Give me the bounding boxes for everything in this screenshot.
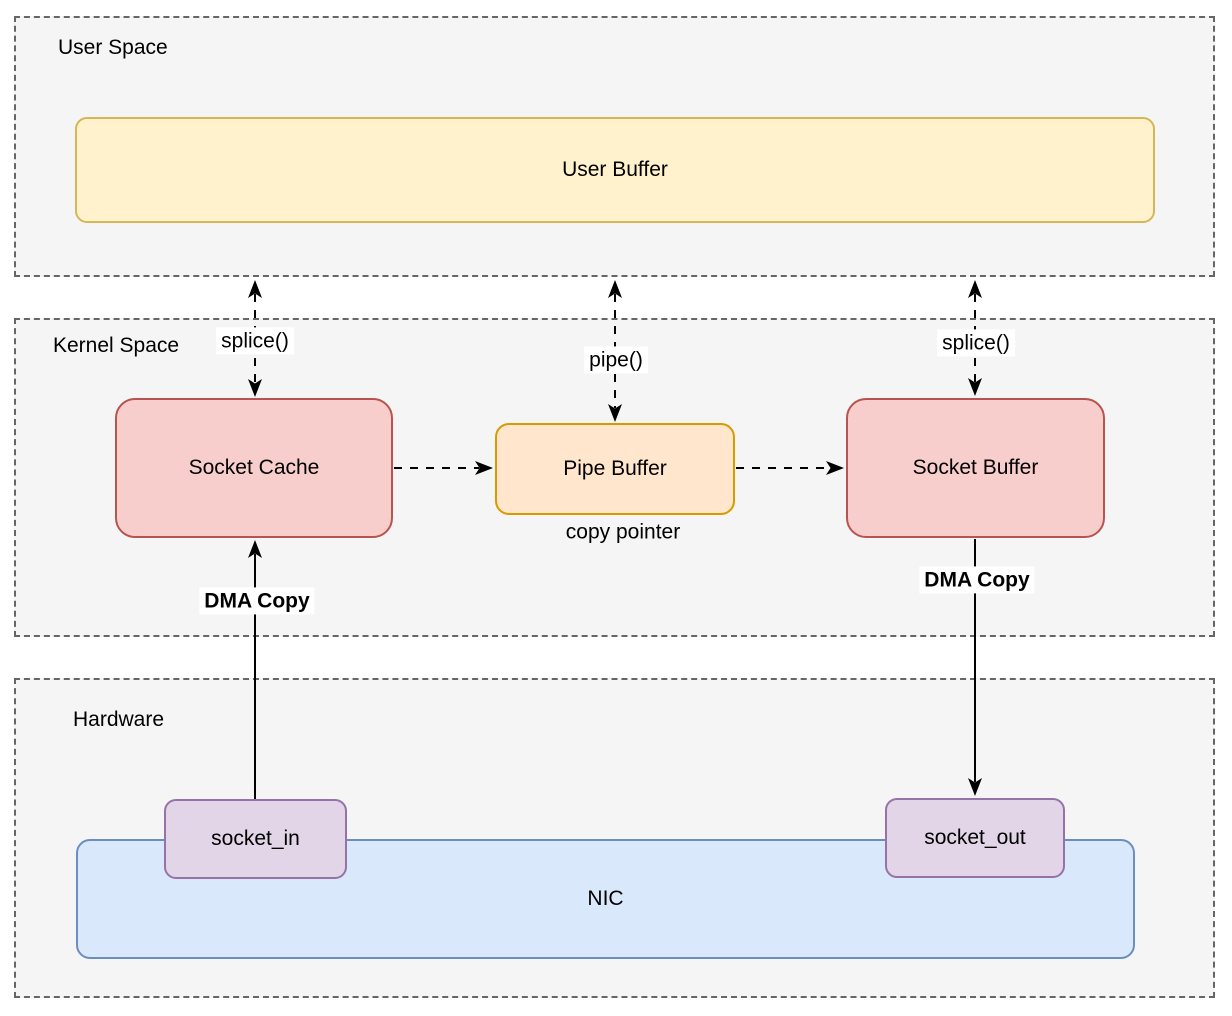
edge-label-dma-copy-right: DMA Copy — [919, 566, 1035, 594]
node-socket-buffer-label: Socket Buffer — [912, 456, 1039, 480]
node-socket-in: socket_in — [164, 799, 347, 879]
arrowhead-up-icon — [248, 280, 262, 298]
node-socket-in-label: socket_in — [211, 827, 300, 851]
edge-label-dma-copy-left: DMA Copy — [199, 587, 315, 615]
node-socket-cache-label: Socket Cache — [188, 456, 320, 480]
node-pipe-buffer: Pipe Buffer — [495, 423, 735, 515]
node-user-buffer: User Buffer — [75, 117, 1155, 223]
node-socket-buffer: Socket Buffer — [846, 398, 1105, 538]
node-pipe-buffer-label: Pipe Buffer — [563, 457, 667, 481]
node-nic-label: NIC — [587, 887, 624, 911]
node-socket-cache: Socket Cache — [115, 398, 393, 538]
arrowhead-up-icon — [608, 280, 622, 298]
node-user-buffer-label: User Buffer — [562, 158, 668, 182]
node-socket-out: socket_out — [885, 798, 1065, 878]
region-label-kernel-space: Kernel Space — [53, 334, 180, 357]
arrowhead-up-icon — [968, 280, 982, 298]
edge-label-splice-left: splice() — [216, 327, 294, 355]
node-socket-out-label: socket_out — [924, 826, 1026, 850]
region-label-user-space: User Space — [58, 36, 168, 59]
edge-label-pipe: pipe() — [584, 346, 648, 374]
edge-label-copy-pointer: copy pointer — [565, 520, 681, 544]
edge-label-splice-right: splice() — [937, 329, 1015, 357]
region-label-hardware: Hardware — [73, 708, 165, 731]
